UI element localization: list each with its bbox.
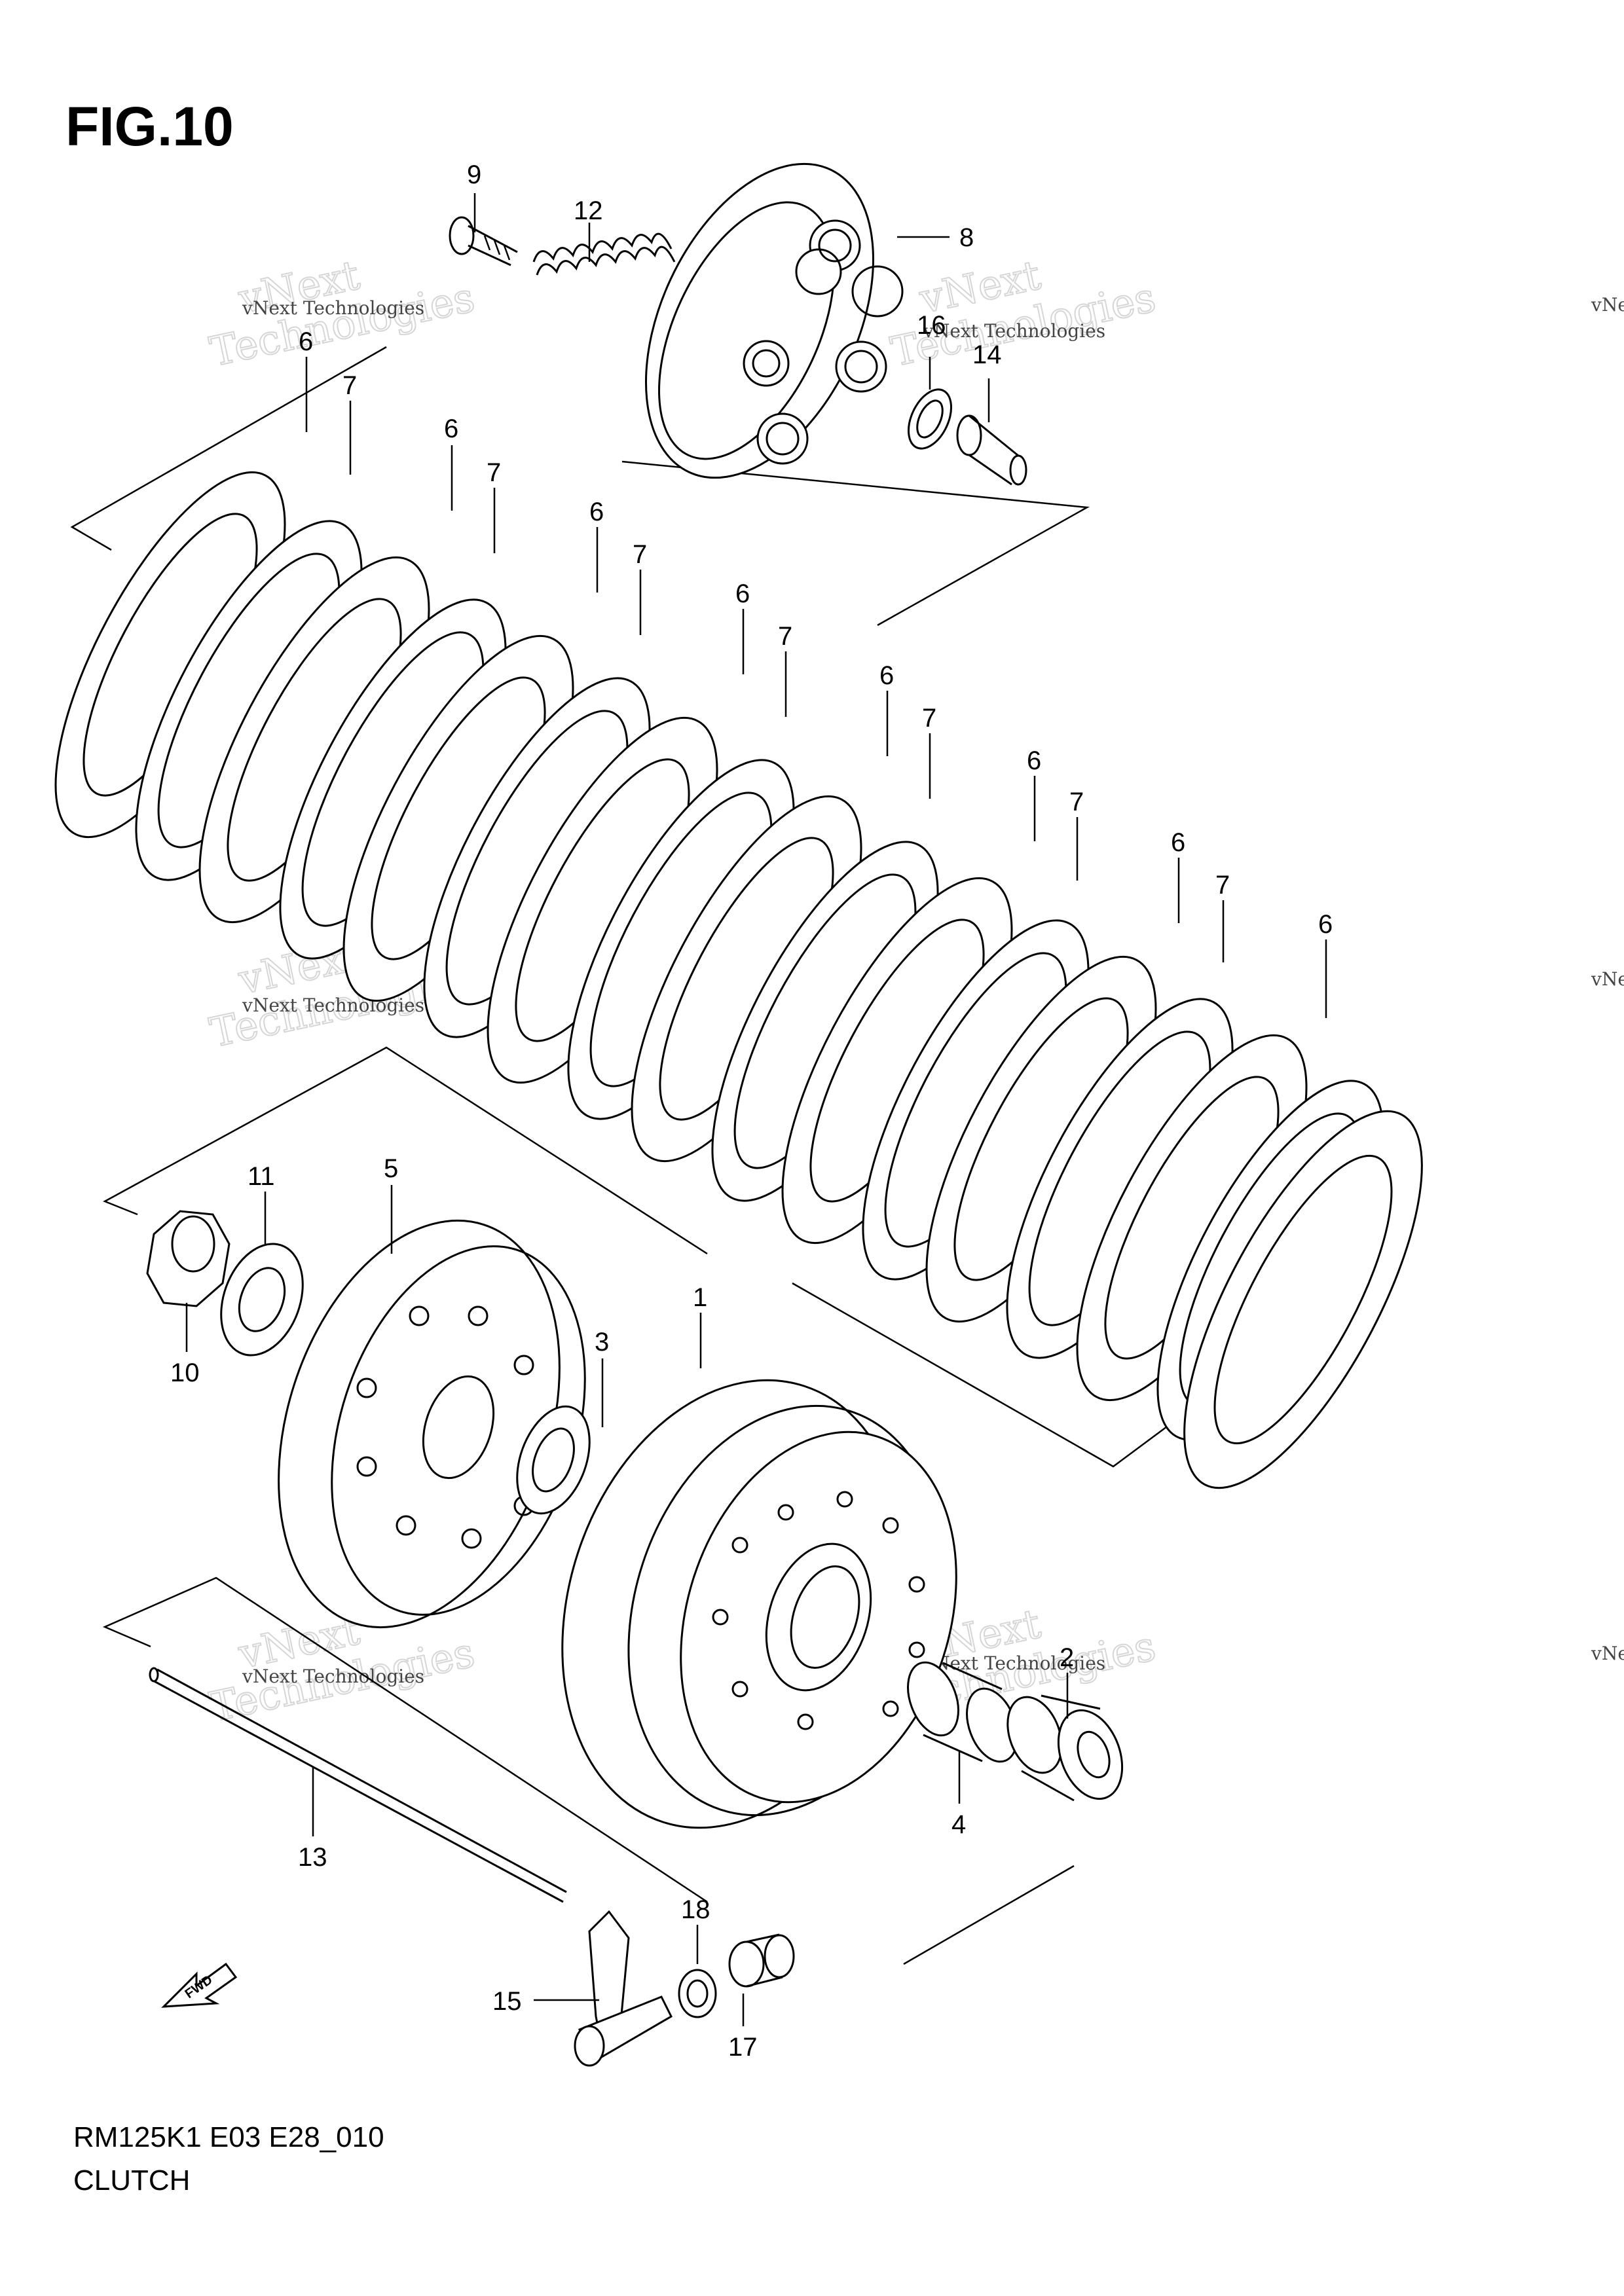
callout-5: 5	[384, 1154, 398, 1183]
release-pin	[956, 414, 1027, 486]
spring	[532, 232, 676, 276]
push-rod	[149, 1667, 567, 1903]
watermark-company: vNext Technologies	[923, 320, 1105, 342]
lock-washer	[220, 1243, 304, 1357]
watermark-2: vNext Technologies	[886, 250, 1160, 376]
callout-7: 7	[1215, 871, 1230, 900]
oil-seal	[678, 1969, 717, 2018]
callout-10: 10	[170, 1358, 200, 1387]
needle-bearing	[907, 1661, 1018, 1763]
callout-18: 18	[681, 1895, 710, 1924]
callout-17: 17	[728, 2033, 758, 2062]
callout-14: 14	[972, 340, 1002, 369]
callout-6: 6	[299, 327, 313, 356]
callout-6: 6	[589, 498, 604, 526]
forward-arrow-icon: FWD	[161, 1962, 238, 2008]
callout-13: 13	[298, 1843, 327, 1872]
callout-7: 7	[778, 622, 792, 651]
watermark-company-edge: vNext	[1591, 294, 1624, 316]
watermark-company-edge: vNext	[1591, 1643, 1624, 1664]
thrust-washer	[516, 1405, 591, 1515]
watermark-company: vNext Technologies	[242, 994, 424, 1016]
callout-11: 11	[248, 1162, 275, 1191]
callout-7: 7	[1069, 788, 1084, 816]
callout-8: 8	[959, 223, 974, 252]
callout-1: 1	[693, 1283, 707, 1312]
callout-2: 2	[1060, 1643, 1074, 1672]
lever-bearing	[728, 1933, 795, 1988]
figure-title: FIG.10	[65, 96, 234, 157]
watermark-company-edge: vNext	[1591, 968, 1624, 990]
bearing-small	[908, 388, 952, 450]
callout-7: 7	[633, 540, 647, 569]
callout-15: 15	[492, 1987, 522, 2016]
diagram-code: RM125K1 E03 E28_010	[73, 2121, 384, 2153]
callout-7: 7	[487, 458, 501, 487]
bolt	[449, 216, 518, 266]
clutch-housing	[561, 1379, 957, 1829]
watermark-company: vNext Technologies	[242, 297, 424, 319]
callout-6: 6	[735, 579, 750, 608]
callout-6: 6	[1318, 910, 1333, 939]
callout-12: 12	[574, 196, 603, 225]
clutch-plate-stack	[54, 471, 1423, 1489]
leader-lines	[185, 193, 1327, 2026]
watermark-company: vNext Technologies	[923, 1652, 1105, 1674]
callout-9: 9	[467, 160, 481, 189]
clutch-hub	[278, 1219, 586, 1629]
watermark-company: vNext Technologies	[242, 1666, 424, 1687]
diagram-name: CLUTCH	[73, 2164, 191, 2196]
callout-6: 6	[1171, 828, 1185, 857]
spacer	[1006, 1694, 1124, 1802]
callout-16: 16	[917, 311, 946, 340]
callout-3: 3	[595, 1328, 609, 1357]
callout-6: 6	[879, 661, 894, 690]
pressure-plate	[645, 162, 904, 479]
callout-7: 7	[342, 371, 357, 400]
release-lever	[574, 1910, 673, 2067]
callout-7: 7	[922, 704, 936, 733]
nut	[146, 1210, 231, 1307]
callout-6: 6	[444, 414, 458, 443]
callout-labels: 9 12 8 16 14 6 7 6 7 6 7 6 7 6 7 6 7 6 7…	[170, 160, 1333, 2062]
callout-4: 4	[951, 1810, 966, 1839]
callout-6: 6	[1027, 746, 1041, 775]
